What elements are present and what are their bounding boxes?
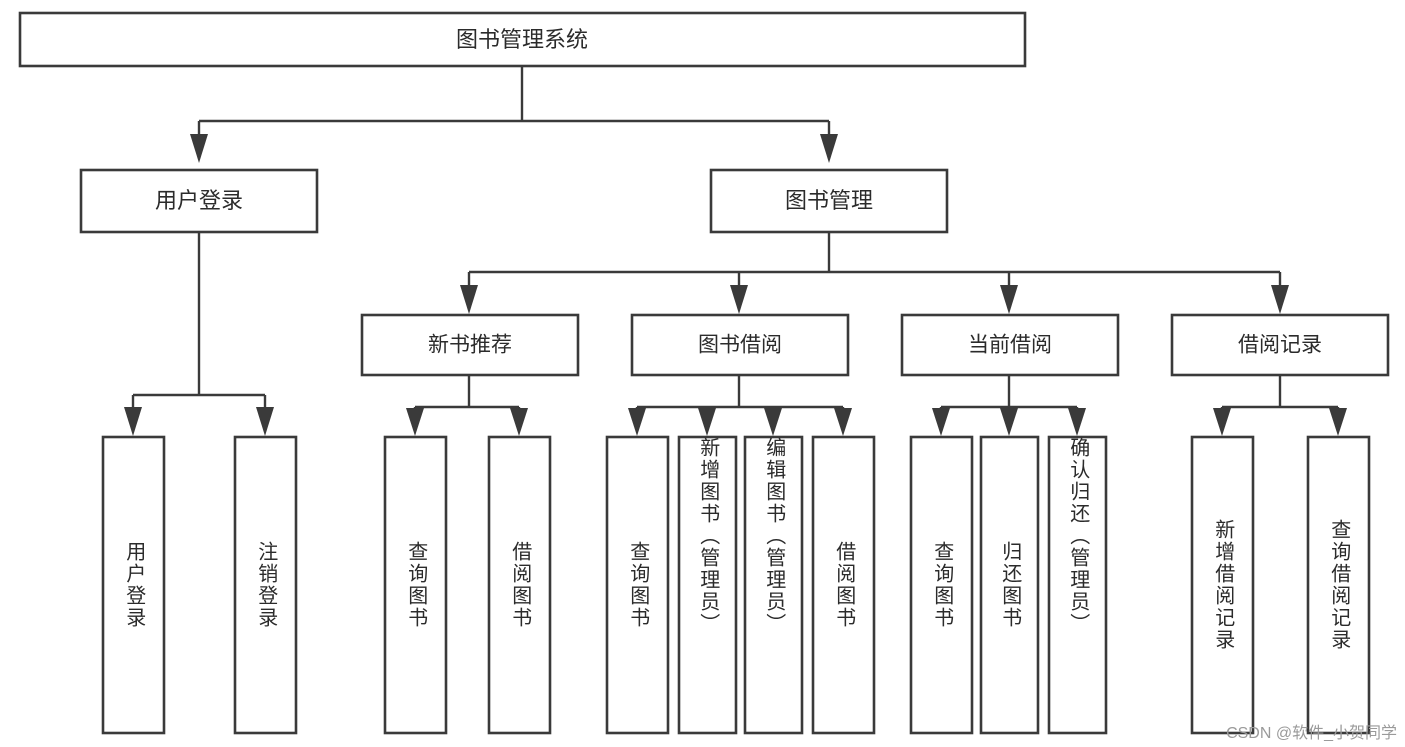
arrow-head-leaf-borrow-book-1 (510, 408, 528, 436)
connector-group-root (190, 66, 838, 163)
node-new-book-rec[interactable]: 新书推荐 (360, 313, 580, 377)
leaf-box-query-book-2[interactable] (605, 435, 670, 735)
leaf-box-return-book[interactable] (979, 435, 1040, 735)
arrow-head-leaf-add-book (698, 408, 716, 436)
node-borrow-record-label: 借阅记录 (1238, 334, 1322, 357)
arrow-head-leaf-user-login (124, 407, 142, 436)
arrow-head-bookmanage (820, 134, 838, 163)
arrow-head-leaf-edit-book (764, 408, 782, 436)
leaf-box-query-book-1[interactable] (383, 435, 448, 735)
node-book-manage[interactable]: 图书管理 (709, 168, 949, 234)
node-book-manage-label: 图书管理 (785, 188, 873, 213)
connector-group-user-login (124, 232, 274, 436)
arrow-head-leaf-confirm-return (1068, 408, 1086, 436)
connector-group-book-manage (460, 232, 1289, 314)
node-book-borrow-box[interactable] (630, 313, 850, 377)
leaf-box-user-logout[interactable] (233, 435, 298, 735)
arrow-head-leaf-query-book-3 (932, 408, 950, 436)
arrow-head-leaf-user-logout (256, 407, 274, 436)
leaf-box-query-book-3[interactable] (909, 435, 974, 735)
node-book-borrow[interactable]: 图书借阅 (630, 313, 850, 377)
arrow-head-leaf-add-record (1213, 408, 1231, 436)
arrow-head-leaf-return-book (1000, 408, 1018, 436)
leaf-box-borrow-book-2[interactable] (811, 435, 876, 735)
leaf-box-query-record[interactable] (1306, 435, 1371, 735)
leaf-box-user-login[interactable] (101, 435, 166, 735)
node-user-login-label: 用户登录 (155, 188, 243, 213)
leaf-box-add-book[interactable] (677, 435, 738, 735)
node-borrow-record[interactable]: 借阅记录 (1170, 313, 1390, 377)
arrow-head-leaf-query-book-1 (406, 408, 424, 436)
node-user-login-box[interactable] (79, 168, 319, 234)
arrow-head-borrow-record (1271, 285, 1289, 314)
connector-group-book-borrow (628, 375, 852, 436)
arrow-head-new-book-rec (460, 285, 478, 314)
arrow-head-leaf-query-record (1329, 408, 1347, 436)
leaf-box-edit-book[interactable] (743, 435, 804, 735)
arrow-head-leaf-query-book-2 (628, 408, 646, 436)
arrow-head-leaf-borrow-book-2 (834, 408, 852, 436)
node-borrow-record-box[interactable] (1170, 313, 1390, 377)
leaf-box-add-record[interactable] (1190, 435, 1255, 735)
leaf-box-borrow-book-1[interactable] (487, 435, 552, 735)
node-book-borrow-label: 图书借阅 (698, 334, 782, 357)
arrow-head-book-borrow (730, 285, 748, 314)
connector-group-current-borrow (932, 375, 1086, 436)
node-current-borrow[interactable]: 当前借阅 (900, 313, 1120, 377)
arrow-head-current-borrow (1000, 285, 1018, 314)
node-new-book-rec-box[interactable] (360, 313, 580, 377)
node-book-manage-box[interactable] (709, 168, 949, 234)
arrow-head-userlogin (190, 134, 208, 163)
node-new-book-rec-label: 新书推荐 (428, 334, 512, 357)
node-user-login[interactable]: 用户登录 (79, 168, 319, 234)
leaf-box-confirm-return[interactable] (1047, 435, 1108, 735)
node-current-borrow-box[interactable] (900, 313, 1120, 377)
node-current-borrow-label: 当前借阅 (968, 334, 1052, 357)
node-root-box[interactable] (18, 11, 1027, 68)
node-root-label: 图书管理系统 (456, 27, 588, 52)
connector-group-new-book-rec (406, 375, 528, 436)
leaf-boxes (101, 435, 1371, 735)
node-root[interactable]: 图书管理系统 (18, 11, 1027, 68)
connector-group-borrow-record (1213, 375, 1347, 436)
